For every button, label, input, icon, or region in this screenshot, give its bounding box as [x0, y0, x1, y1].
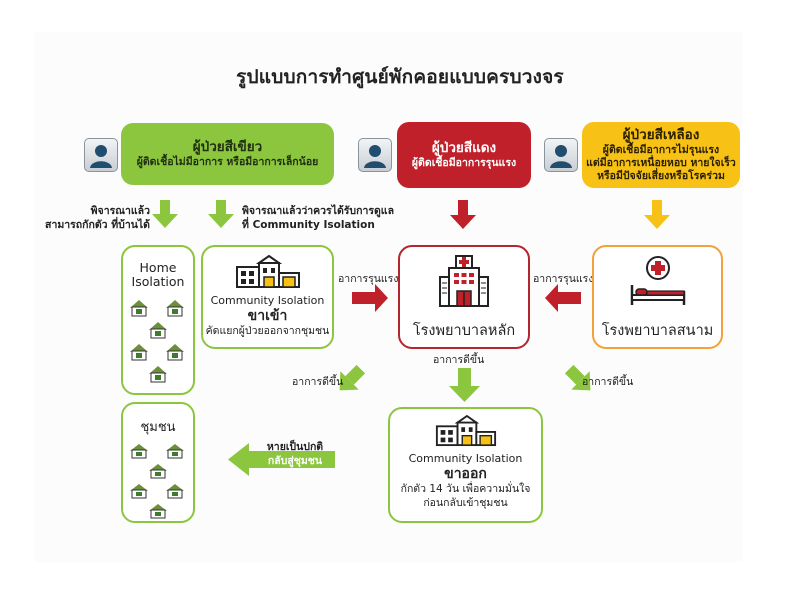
diagram-title: รูปแบบการทำศูนย์พักคอยแบบครบวงจร [236, 66, 564, 88]
arrow-down-ci [208, 200, 234, 228]
arrow-diag-improved-left [339, 364, 366, 391]
green-category-desc: ผู้ติดเชื้อไม่มีอาการ หรือมีอาการเล็กน้อ… [136, 156, 319, 168]
community-title: ชุมชน [140, 420, 176, 435]
edge-label-recovered: หายเป็นปกติ กลับสู่ชุมชน [260, 440, 330, 468]
home-note-line2: สามารถกักตัว ที่บ้านได้ [45, 219, 150, 231]
house-icon [166, 484, 184, 499]
house-icon [149, 366, 167, 383]
house-icon [130, 344, 148, 361]
houses-group [123, 299, 193, 383]
house-icon [166, 300, 184, 317]
community-node: ชุมชน [121, 402, 195, 523]
field-hospital-title: โรงพยาบาลสนาม [601, 323, 714, 339]
ci-in-title: Community Isolation [210, 294, 325, 307]
arrow-down-red [450, 200, 476, 229]
arrow-down-home [152, 200, 178, 228]
houses-group [123, 443, 193, 519]
ci-note-line2: ที่ Community Isolation [242, 219, 375, 231]
house-icon [166, 444, 184, 459]
ci-out-subtitle: ขาออก [444, 466, 487, 482]
arrow-diag-improved-right [564, 364, 591, 391]
arrow-down-improved-center [449, 368, 480, 402]
home-title-line1: Home [139, 260, 177, 275]
house-icon [149, 504, 167, 519]
red-category-heading: ผู้ป่วยสีแดง [431, 140, 497, 156]
home-title-line2: Isolation [131, 274, 185, 289]
red-category-desc: ผู้ติดเชื้อมีอาการรุนแรง [411, 157, 517, 169]
ci-note-line1: พิจารณาแล้วว่าควรได้รับการดูแล [242, 205, 395, 217]
person-icon [84, 138, 118, 172]
yellow-category-heading: ผู้ป่วยสีเหลือง [622, 127, 700, 143]
arrow-right-severe [352, 284, 388, 312]
green-category-heading: ผู้ป่วยสีเขียว [192, 139, 263, 155]
hospital-bed-icon [594, 255, 721, 311]
house-icon [149, 464, 167, 479]
hospital-icon [400, 255, 528, 311]
red-patient-category: ผู้ป่วยสีแดง ผู้ติดเชื้อมีอาการรุนแรง [397, 122, 531, 188]
person-icon [544, 138, 578, 172]
building-icon [203, 254, 332, 293]
yellow-category-desc-1: ผู้ติดเชื้อมีอาการไม่รุนแรง [602, 144, 720, 156]
ci-in-desc: คัดแยกผู้ป่วยออกจากชุมชน [205, 325, 330, 337]
community-isolation-in-node: Community Isolation ขาเข้า คัดแยกผู้ป่วย… [201, 245, 334, 349]
home-note-line1: พิจารณาแล้ว [90, 205, 150, 217]
ci-decision-note: พิจารณาแล้วว่าควรได้รับการดูแล ที่ Commu… [242, 204, 412, 232]
arrow-left-recovered [228, 443, 335, 476]
field-hospital-node: โรงพยาบาลสนาม [592, 245, 723, 349]
edge-label-improved-left: อาการดีขึ้น [292, 376, 344, 388]
ci-in-subtitle: ขาเข้า [247, 308, 288, 324]
main-hospital-node: โรงพยาบาลหลัก [398, 245, 530, 349]
recovered-line2: กลับสู่ชุมชน [267, 455, 323, 467]
yellow-category-desc-3: หรือมีปัจจัยเสี่ยงหรือโรคร่วม [597, 170, 725, 182]
yellow-patient-category: ผู้ป่วยสีเหลือง ผู้ติดเชื้อมีอาการไม่รุน… [582, 122, 740, 188]
community-isolation-out-node: Community Isolation ขาออก กักตัว 14 วัน … [388, 407, 543, 523]
house-icon [166, 344, 184, 361]
yellow-category-desc-2: แต่มีอาการเหนื่อยหอบ หายใจเร็ว [586, 157, 736, 169]
ci-out-desc-line2: ก่อนกลับเข้าชุมชน [423, 497, 508, 509]
house-icon [130, 484, 148, 499]
person-icon [358, 138, 392, 172]
edge-label-improved-center: อาการดีขึ้น [433, 354, 485, 366]
ci-out-desc-line1: กักตัว 14 วัน เพื่อความมั่นใจ [400, 483, 531, 495]
house-icon [149, 322, 167, 339]
house-icon [130, 444, 148, 459]
arrow-left-severe [545, 284, 581, 312]
house-icon [130, 300, 148, 317]
main-hospital-title: โรงพยาบาลหลัก [412, 323, 516, 339]
home-isolation-title: Home Isolation [123, 261, 193, 289]
recovered-line1: หายเป็นปกติ [266, 441, 324, 453]
edge-label-severe-right: อาการรุนแรง [533, 273, 594, 285]
building-icon [390, 414, 541, 451]
home-isolation-node: Home Isolation [121, 245, 195, 395]
green-patient-category: ผู้ป่วยสีเขียว ผู้ติดเชื้อไม่มีอาการ หรื… [121, 123, 334, 185]
edge-label-severe-left: อาการรุนแรง [338, 273, 399, 285]
home-decision-note: พิจารณาแล้ว สามารถกักตัว ที่บ้านได้ [40, 204, 150, 232]
ci-out-title: Community Isolation [408, 452, 523, 465]
edge-label-improved-right: อาการดีขึ้น [582, 376, 634, 388]
arrow-down-yellow [644, 200, 670, 229]
